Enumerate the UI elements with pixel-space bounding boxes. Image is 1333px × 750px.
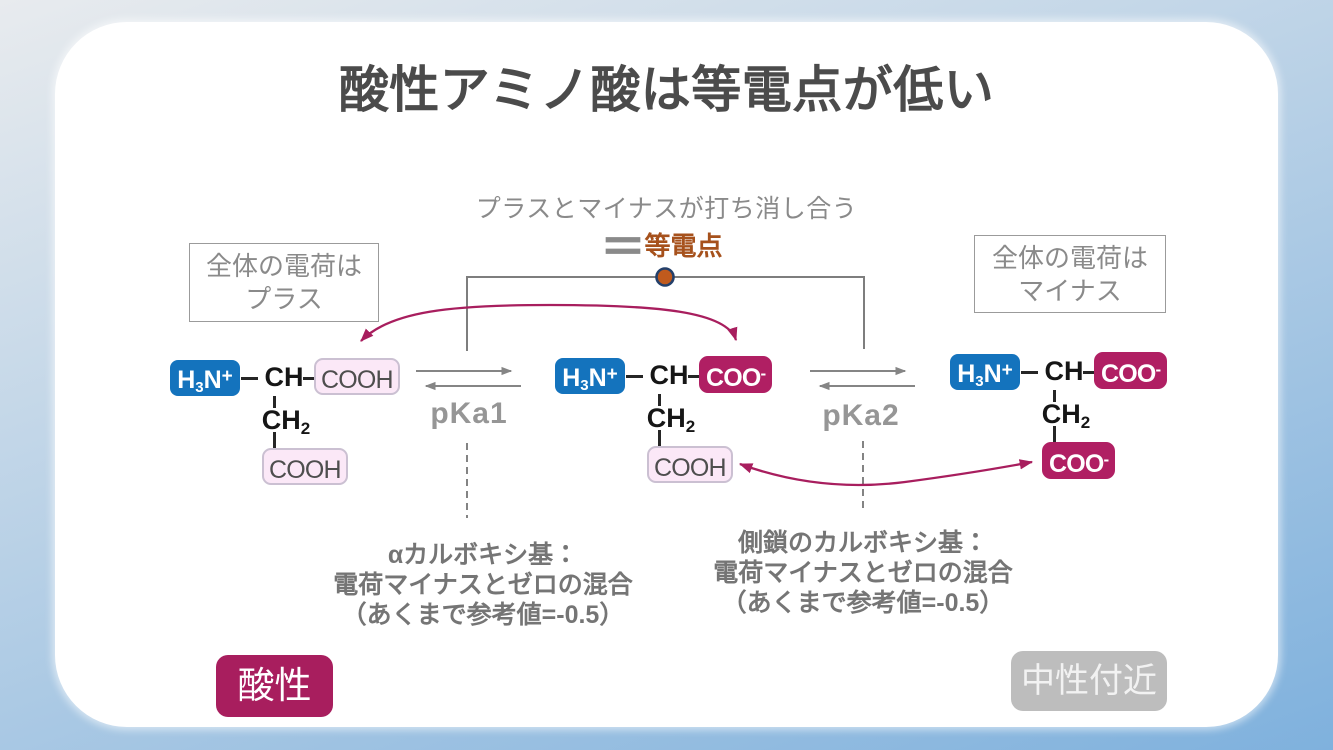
methylene-label: CH2 [1036,399,1096,435]
ammonium-sub: 3 [580,377,589,394]
ammonium-sub: 3 [975,373,984,390]
ammonium-n: N [588,364,607,392]
bond [1021,371,1038,374]
ammonium-h: H [957,360,976,388]
bond [1053,426,1056,442]
alpha-carbon-label: CH [1044,356,1084,386]
ammonium-group: H3N+ [950,354,1020,390]
page-title: 酸性アミノ酸は等電点が低い [338,62,995,118]
ammonium-group: H3N+ [555,358,625,394]
group-text: COOH [654,454,727,482]
ammonium-charge: + [221,366,233,387]
group-charge: - [1155,360,1162,379]
ammonium-n: N [983,360,1002,388]
caption-line: 電荷マイナスとゼロの混合 [333,571,633,599]
methylene-text: CH [646,403,686,433]
slide-card [55,22,1278,727]
isoelectric-point-dot [655,267,675,287]
charge-box-line2: プラス [245,284,323,314]
group-text: COOH [269,456,342,484]
alpha-carboxylate-group: COO- [699,356,773,393]
structure-cationic: H3N+ CH COOH CH2 COOH [170,358,405,490]
net-charge-box-minus: 全体の電荷は マイナス [974,235,1166,313]
net-charge-box-plus: 全体の電荷は プラス [189,243,379,322]
methylene-text: CH [1041,399,1081,429]
methylene-label: CH2 [641,403,701,439]
ammonium-sub: 3 [195,379,204,396]
methylene-text: CH [261,405,301,435]
side-carboxyl-group: COOH [262,448,348,485]
caption-line: （あくまで参考値=-0.5） [341,601,625,629]
side-carboxyl-group: COOH [647,446,733,483]
bond [1083,371,1095,374]
bond [303,377,315,380]
isoelectric-bracket [466,276,865,351]
ammonium-h: H [562,364,581,392]
bond [273,432,276,448]
group-charge: - [760,364,767,383]
alpha-proton-transfer-arrow [360,303,738,342]
charge-box-line1: 全体の電荷は [991,243,1148,273]
bond [1053,390,1056,402]
bond [658,430,661,446]
group-charge: - [1103,450,1110,469]
isoelectric-word: 等電点 [644,231,723,261]
pka1-label: pKa1 [430,397,508,430]
group-text: COO [1101,360,1156,388]
structure-anionic: H3N+ CH COO- CH2 COO- [950,352,1185,484]
methylene-sub: 2 [1080,413,1091,432]
alpha-carbon-label: CH [649,360,689,390]
pka2-label: pKa2 [822,399,900,432]
caption-line: αカルボキシ基： [387,541,579,569]
group-text: COO [1049,450,1104,478]
structure-zwitterion: H3N+ CH COO- CH2 COOH [555,356,790,488]
ammonium-h: H [177,366,196,394]
methylene-sub: 2 [685,417,696,436]
group-text: COO [706,364,761,392]
equals-sign: ＝ [600,218,647,277]
bond [241,377,258,380]
side-carboxylate-group: COO- [1042,442,1116,479]
charge-box-line2: マイナス [1018,276,1122,306]
methylene-label: CH2 [256,405,316,441]
side-carboxyl-caption: 側鎖のカルボキシ基： 電荷マイナスとゼロの混合 （あくまで参考値=-0.5） [693,528,1033,618]
alpha-carbon-label: CH [264,362,304,392]
ammonium-charge: + [606,364,618,385]
side-proton-transfer-arrow [738,459,1034,487]
methylene-sub: 2 [300,419,311,438]
caption-line: 電荷マイナスとゼロの混合 [713,559,1013,587]
ammonium-charge: + [1001,360,1013,381]
ammonium-n: N [203,366,222,394]
bond [658,394,661,406]
alpha-carboxyl-caption: αカルボキシ基： 電荷マイナスとゼロの混合 （あくまで参考値=-0.5） [313,540,653,630]
alpha-carboxylate-group: COO- [1094,352,1168,389]
ammonium-group: H3N+ [170,360,240,396]
caption-line: 側鎖のカルボキシ基： [737,529,988,557]
caption-line: （あくまで参考値=-0.5） [721,589,1005,617]
alpha-carboxyl-group: COOH [314,358,400,395]
bond [688,375,700,378]
neutral-badge: 中性付近 [1011,651,1167,711]
bond [273,396,276,408]
cancel-annotation: プラスとマイナスが打ち消し合う [475,195,858,223]
bond [626,375,643,378]
group-text: COOH [321,366,394,394]
acidic-badge: 酸性 [216,655,333,717]
isoelectric-annotation: ＝等電点 [0,218,1333,276]
charge-box-line1: 全体の電荷は [205,251,362,281]
